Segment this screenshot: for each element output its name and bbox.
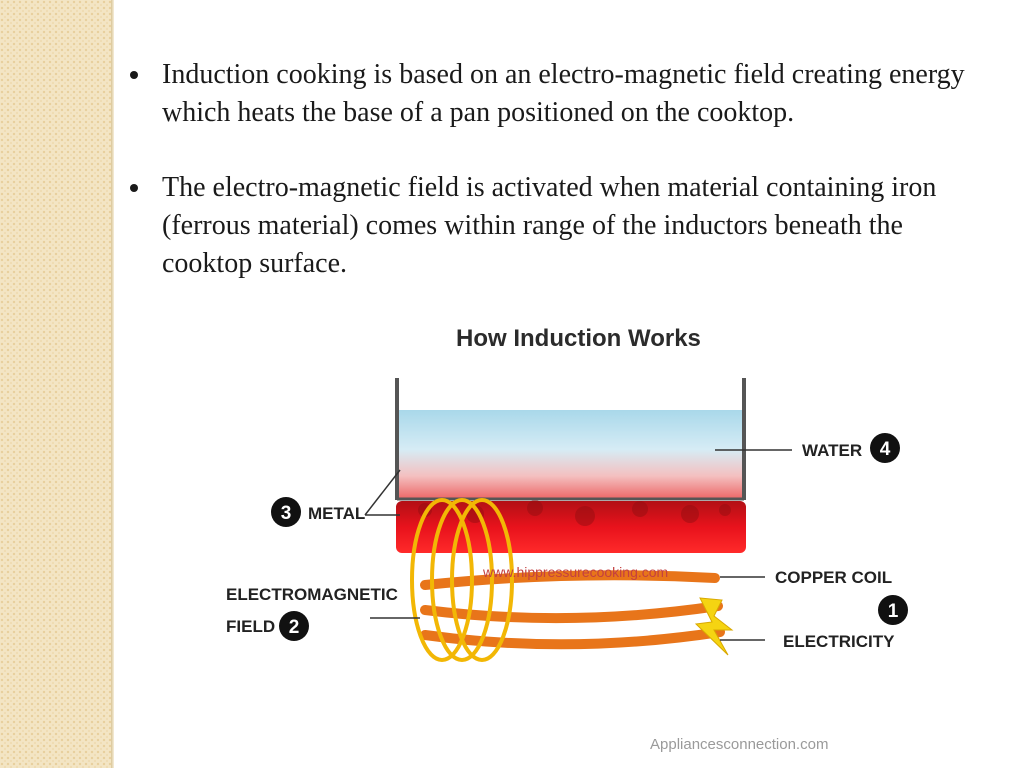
bullet-list: Induction cooking is based on an electro…: [126, 56, 996, 320]
diagram-watermark: www.hippressurecooking.com: [482, 564, 668, 580]
label-number-1: 1: [888, 601, 899, 622]
bullet-dot-icon: [130, 184, 138, 192]
bullet-text: The electro-magnetic field is activated …: [162, 172, 937, 279]
number-badge-3: [271, 497, 301, 527]
induction-diagram: How Induction Works www.hippressurecooki…: [226, 325, 908, 662]
heated-pan-base: [396, 501, 746, 553]
label-number-3: 3: [281, 503, 292, 524]
label-field: FIELD: [226, 617, 275, 636]
decorative-side-strip: [0, 0, 111, 768]
side-strip-edge: [111, 0, 114, 768]
bullet-item: The electro-magnetic field is activated …: [126, 169, 996, 283]
water-body: [398, 410, 743, 498]
label-number-2: 2: [289, 617, 300, 638]
bullet-text: Induction cooking is based on an electro…: [162, 59, 965, 128]
electromagnetic-field-loops: [410, 498, 514, 662]
number-badge-1: [878, 595, 908, 625]
label-number-4: 4: [880, 439, 891, 460]
bullet-item: Induction cooking is based on an electro…: [126, 56, 996, 132]
number-badge-4: [870, 433, 900, 463]
leader-lines: [364, 449, 792, 641]
number-badge-2: [279, 611, 309, 641]
label-water: WATER: [802, 441, 862, 460]
diagram-title: How Induction Works: [456, 325, 701, 352]
label-electricity: ELECTRICITY: [783, 632, 895, 651]
label-electromagnetic: ELECTROMAGNETIC: [226, 585, 398, 604]
source-credit: Appliancesconnection.com: [650, 736, 829, 753]
lightning-bolt-icon: [694, 597, 734, 656]
bullet-dot-icon: [130, 71, 138, 79]
label-metal: METAL: [308, 504, 365, 523]
label-copper-coil: COPPER COIL: [775, 568, 892, 587]
